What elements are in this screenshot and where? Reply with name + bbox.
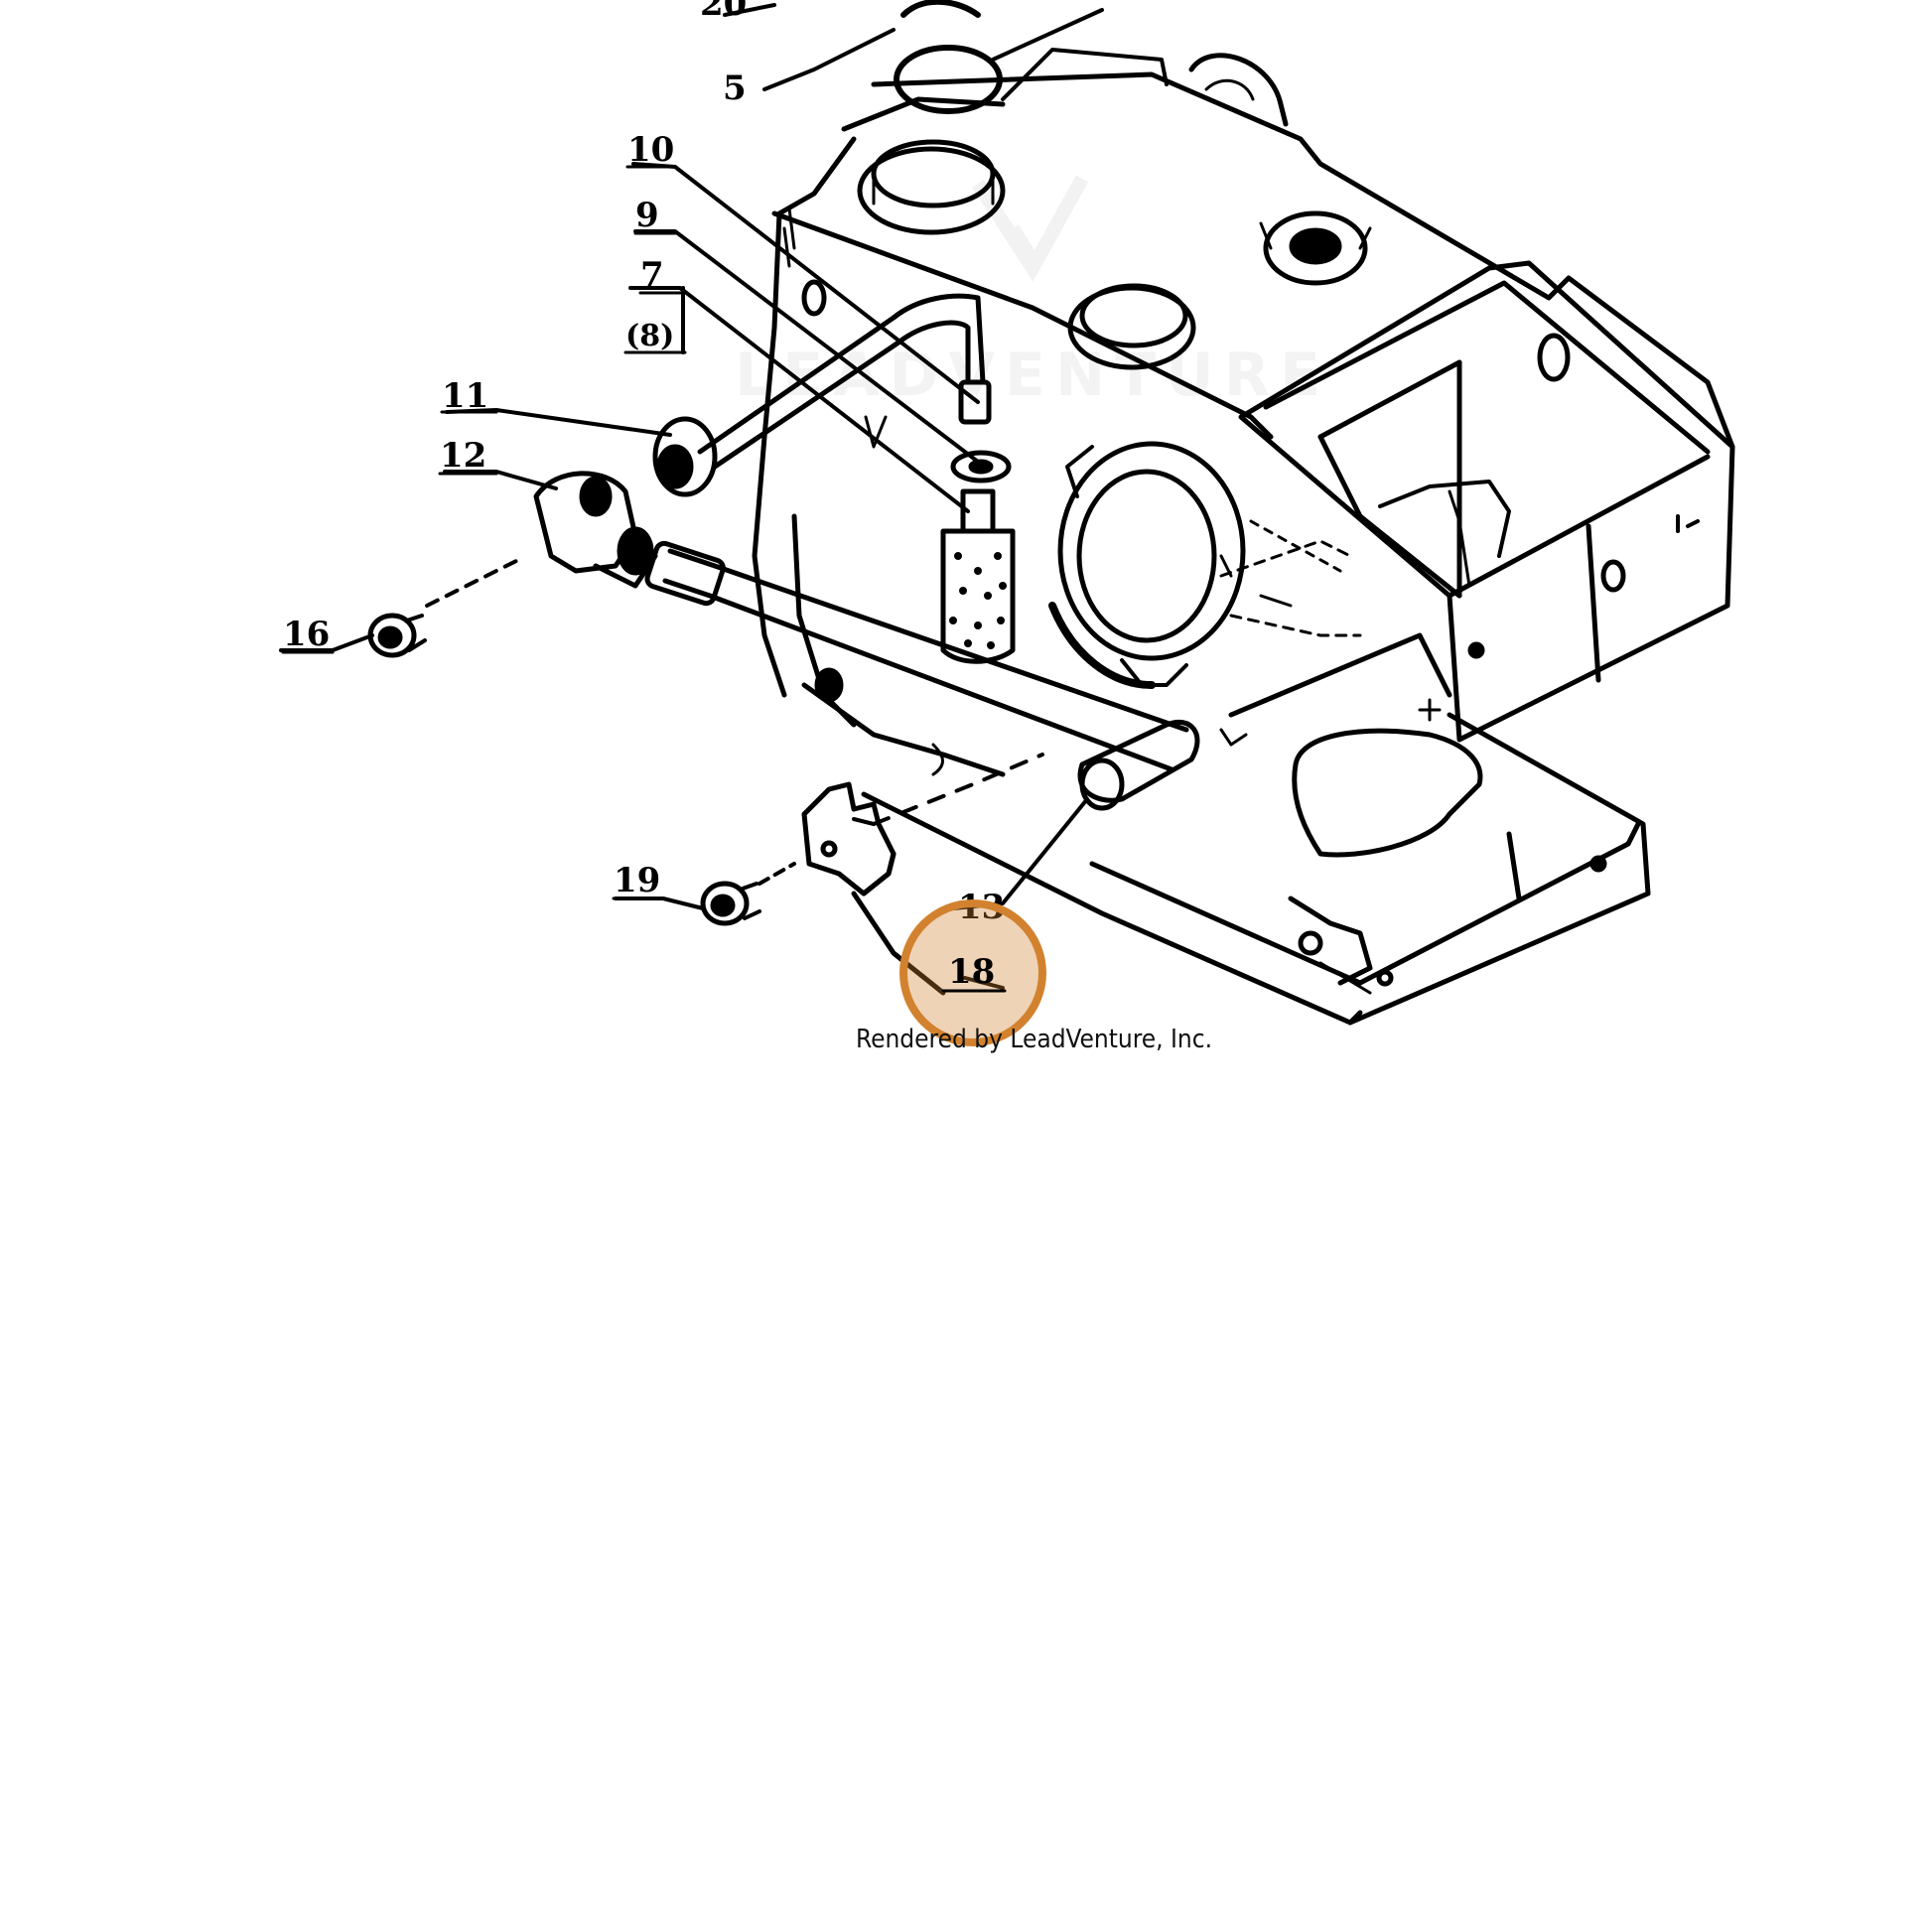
callout-5: 5 [723, 69, 747, 108]
callout-7: 7 [640, 255, 664, 295]
callout-18[interactable]: 18 [948, 952, 995, 992]
render-credit: Rendered by LeadVenture, Inc. [856, 1025, 1212, 1054]
seal-rings [894, 0, 1169, 114]
rod-shaft [644, 540, 1200, 811]
callout-8: (8) [625, 319, 674, 353]
callout-10: 10 [627, 130, 674, 170]
highlight-ring[interactable] [899, 899, 1046, 1046]
callout-9: 9 [635, 196, 659, 235]
callout-labels: 20 5 10 9 7 (8) 11 12 16 19 13 [283, 0, 1005, 927]
label-underlines [281, 165, 687, 900]
callout-12: 12 [440, 436, 486, 476]
callout-20: 20 [700, 0, 747, 24]
filter-element [940, 488, 1016, 664]
bracket [700, 753, 1044, 996]
callout-19: 19 [614, 861, 660, 900]
tube-assembly [367, 293, 1012, 658]
transmission-housing [752, 53, 1735, 1026]
highlight-callout-18[interactable]: 18 [899, 899, 1046, 1046]
callout-16: 16 [283, 615, 330, 654]
callout-11: 11 [442, 376, 488, 416]
